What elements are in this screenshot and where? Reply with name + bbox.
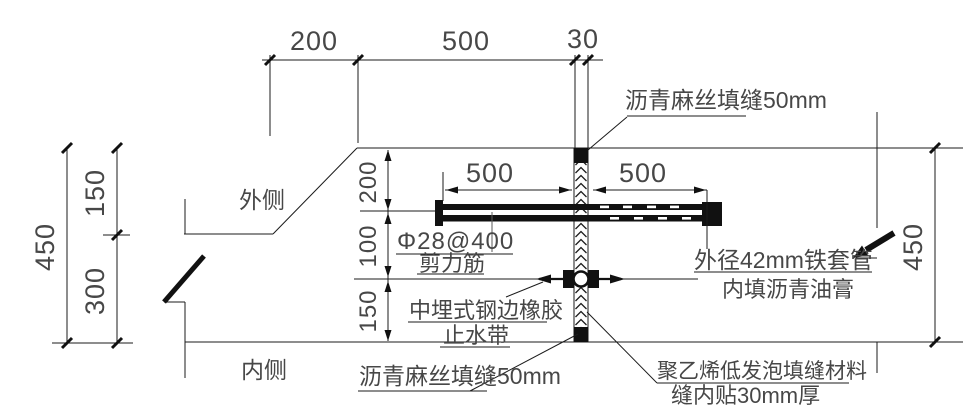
dim-bar-500-left: 500: [466, 158, 514, 188]
heavy-arrow-shaft: [864, 230, 896, 253]
label-waterstop-line2: 止水带: [443, 323, 509, 348]
label-asphalt-bottom: 沥青麻丝填缝50mm: [359, 363, 561, 389]
waterstop-center-bulb: [572, 270, 590, 288]
asphalt-bottom-leader: [469, 333, 579, 392]
right-annotation-arrow: [853, 112, 896, 373]
dim-left-300: 300: [80, 267, 110, 315]
expansion-joint-strip: [573, 147, 589, 343]
right-dimension: 450: [898, 141, 942, 349]
waterstop-leader: [505, 281, 544, 298]
waterstop-right-wing-tip: [610, 274, 625, 284]
interior-dimension-chain: 200 100 150: [354, 150, 538, 341]
label-asphalt-top: 沥青麻丝填缝50mm: [625, 87, 827, 113]
bar-dimensions: 500 500: [442, 158, 708, 249]
sleeve-dashes: [600, 205, 691, 220]
dim-top-30: 30: [567, 24, 599, 54]
interior-dim-arrows: [384, 150, 392, 341]
leader-lines: [358, 115, 872, 392]
label-waterstop-line1: 中埋式钢边橡胶: [409, 298, 563, 323]
dim-left-150: 150: [80, 169, 110, 217]
dim-inner-150: 150: [355, 289, 382, 332]
dim-top-500: 500: [442, 26, 490, 56]
bar-left-plate: [435, 200, 443, 226]
label-shear-bar-name: 剪力筋: [419, 251, 485, 276]
top-dim-ticks: [263, 53, 595, 67]
bar-bottom-band: [443, 215, 702, 222]
dim-bar-500-right: 500: [619, 158, 667, 188]
waterstop-left-wing-tip: [536, 274, 551, 284]
asphalt-top-leader: [587, 116, 628, 151]
waterstop-left-flange: [563, 270, 574, 288]
waterstop-symbol: [536, 270, 698, 288]
dim-inner-200: 200: [355, 160, 382, 203]
asphalt-cap-bottom: [574, 327, 588, 342]
sleeve-end-cap: [702, 202, 722, 226]
right-dim-ticks: [928, 141, 942, 349]
label-shear-bar-spec: Φ28@400: [397, 228, 514, 255]
outer-chamfer-line: [272, 147, 358, 235]
label-inner-side: 内侧: [241, 357, 287, 383]
label-outer-side: 外侧: [239, 187, 285, 213]
break-mark: [162, 254, 206, 304]
top-dimension-chain: 200 500 30: [262, 24, 603, 148]
bar-dim-arrows: [446, 186, 706, 194]
dim-left-450: 450: [30, 223, 60, 271]
asphalt-cap-top: [574, 148, 588, 163]
text-labels: 外侧 内侧 沥青麻丝填缝50mm 沥青麻丝填缝50mm Φ28@400 剪力筋 …: [239, 87, 873, 408]
label-foam-line1: 聚乙烯低发泡填缝材料: [657, 360, 867, 383]
label-sleeve-line2: 内填沥青油膏: [722, 277, 854, 302]
label-foam-line2: 缝内贴30mm厚: [671, 383, 820, 408]
dim-inner-100: 100: [355, 224, 382, 267]
foam-leader: [586, 311, 658, 384]
heavy-arrow-head: [853, 245, 868, 258]
left-dimension-chains: 450 150 300: [30, 141, 133, 350]
dim-right-450: 450: [898, 223, 928, 271]
bar-top-band: [443, 204, 702, 210]
left-dim-ticks: [60, 141, 124, 350]
waterstop-right-flange: [588, 270, 599, 288]
foam-filler-strip: [573, 147, 589, 343]
dim-top-200: 200: [290, 26, 338, 56]
label-sleeve-line1: 外径42mm铁套管: [694, 247, 873, 273]
